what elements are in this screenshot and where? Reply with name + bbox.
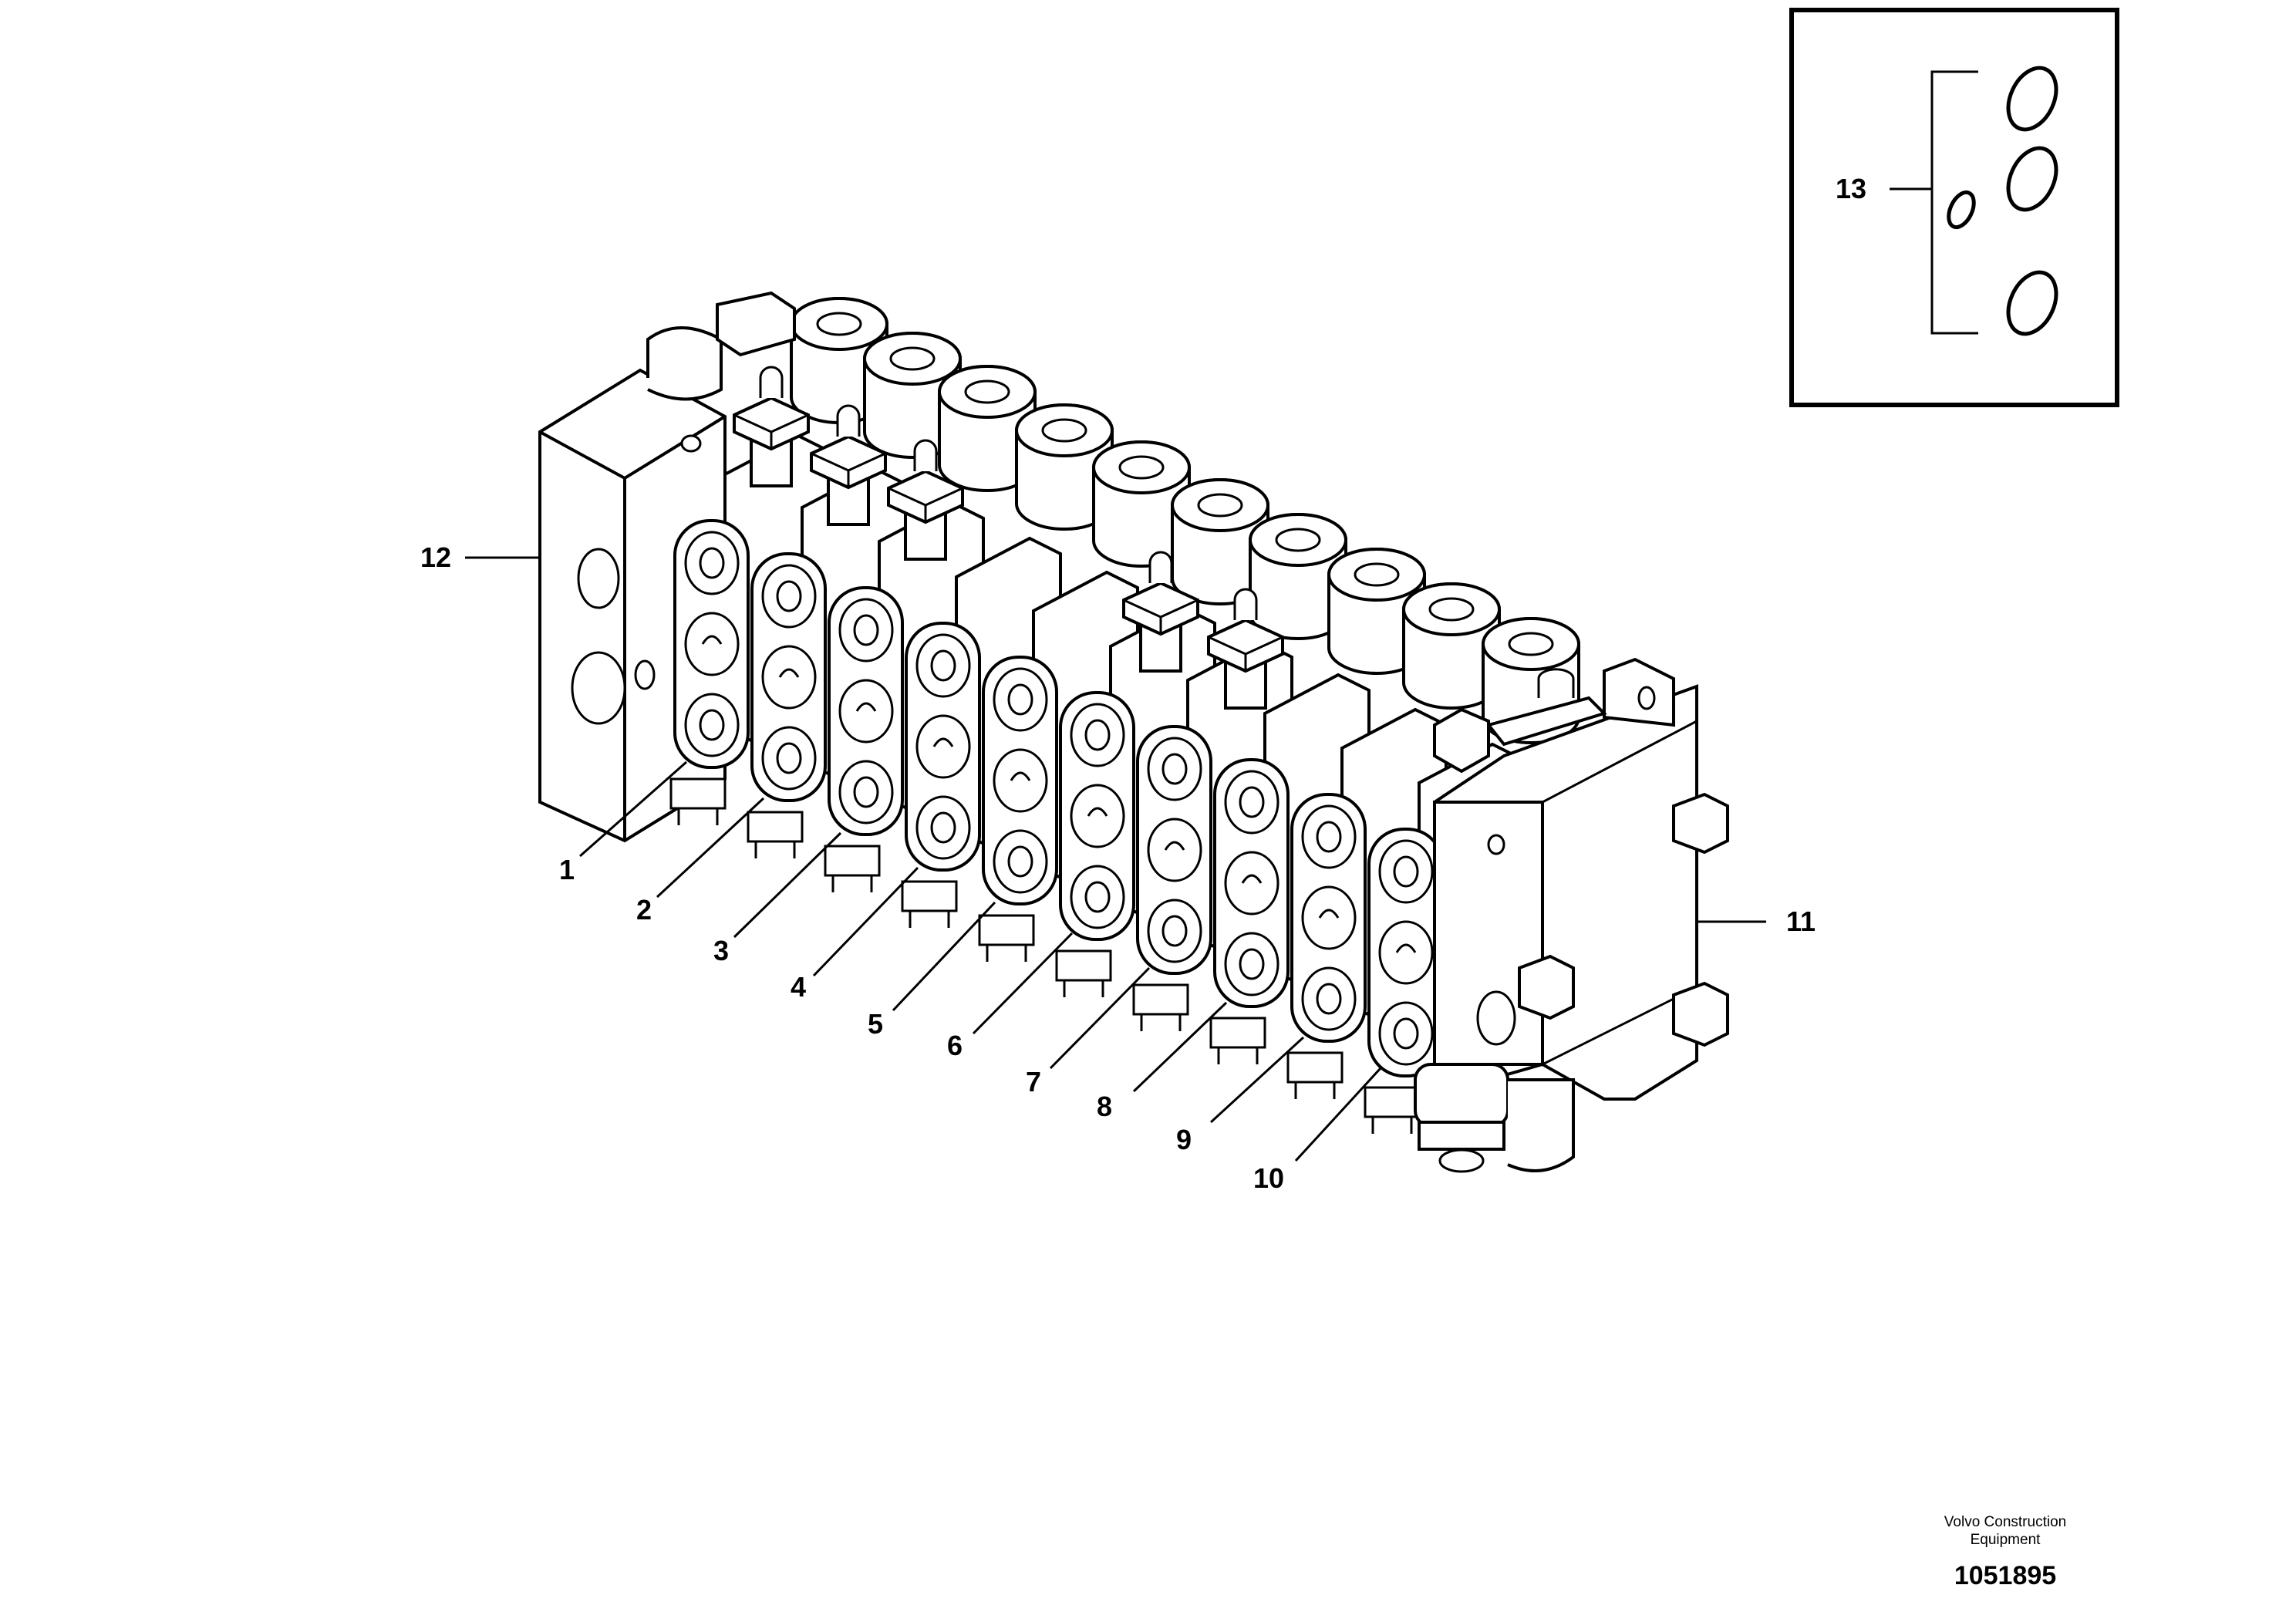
footer-company: Volvo Construction Equipment: [1882, 1513, 2129, 1549]
callout-5: 5: [868, 1008, 883, 1040]
inset-frame: [1789, 8, 2119, 407]
callout-3: 3: [713, 935, 729, 966]
callout-8: 8: [1097, 1091, 1112, 1122]
o-ring: [2006, 270, 2058, 336]
leader-lines: [465, 187, 1932, 1162]
callout-1: 1: [559, 854, 575, 885]
bracket: [1930, 70, 1978, 335]
callout-12: 12: [420, 541, 451, 573]
callout-11: 11: [1786, 905, 1816, 937]
o-ring-inset: [1789, 8, 2119, 407]
callout-9: 9: [1176, 1124, 1192, 1155]
callout-2: 2: [636, 894, 652, 926]
callout-4: 4: [791, 971, 806, 1003]
company-line-2: Equipment: [1970, 1532, 2041, 1548]
callout-7: 7: [1026, 1066, 1041, 1098]
o-ring: [2006, 146, 2058, 212]
company-line-1: Volvo Construction: [1944, 1514, 2067, 1530]
outlet-end-block: [1414, 657, 1729, 1173]
o-ring: [2006, 66, 2058, 132]
callout-10: 10: [1253, 1162, 1284, 1194]
callout-6: 6: [947, 1030, 963, 1061]
o-ring-small: [1947, 190, 1976, 230]
callout-13: 13: [1836, 173, 1866, 204]
drawing-number: 1051895: [1954, 1561, 2057, 1590]
